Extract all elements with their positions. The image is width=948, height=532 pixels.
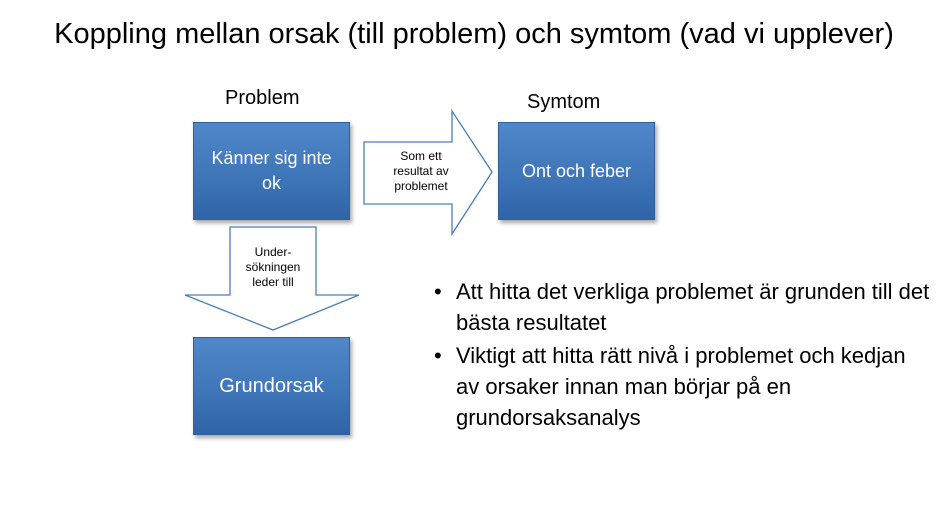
right-arrow-line-1: Som ett — [400, 149, 442, 163]
bullet-symbol: • — [434, 279, 442, 304]
bullet-list: • Att hitta det verkliga problemet är gr… — [430, 276, 930, 435]
symptom-box: Ont och feber — [498, 122, 655, 220]
down-arrow-line-1: Under- — [254, 245, 292, 259]
bullet-item: • Viktigt att hitta rätt nivå i probleme… — [430, 340, 930, 433]
bullet-symbol: • — [434, 343, 442, 368]
symptom-label: Symtom — [527, 91, 601, 113]
right-arrow-line-2: resultat av — [393, 164, 449, 178]
down-arrow-line-2: sökningen — [245, 260, 301, 274]
bullet-item: • Att hitta det verkliga problemet är gr… — [430, 276, 930, 338]
slide-title: Koppling mellan orsak (till problem) och… — [54, 18, 894, 50]
down-arrow-line-3: leder till — [252, 275, 294, 289]
problem-label: Problem — [225, 87, 300, 109]
problem-box: Känner sig inte ok — [193, 122, 350, 220]
problem-box-line-1: Känner sig inte — [211, 148, 332, 168]
root-cause-box: Grundorsak — [193, 337, 350, 435]
problem-box-line-2: ok — [261, 173, 281, 193]
right-arrow-shape — [363, 108, 493, 237]
right-arrow-text: Som ett resultat av problemet — [366, 149, 476, 194]
symptom-box-text: Ont och feber — [521, 160, 632, 181]
down-arrow-shape — [184, 226, 360, 331]
right-arrow-line-3: problemet — [394, 179, 448, 193]
bullet-text: Att hitta det verkliga problemet är grun… — [456, 279, 930, 335]
root-cause-box-text: Grundorsak — [219, 375, 324, 397]
bullet-text: Viktigt att hitta rätt nivå i problemet … — [456, 343, 906, 430]
down-arrow-text: Under- sökningen leder till — [232, 245, 314, 290]
